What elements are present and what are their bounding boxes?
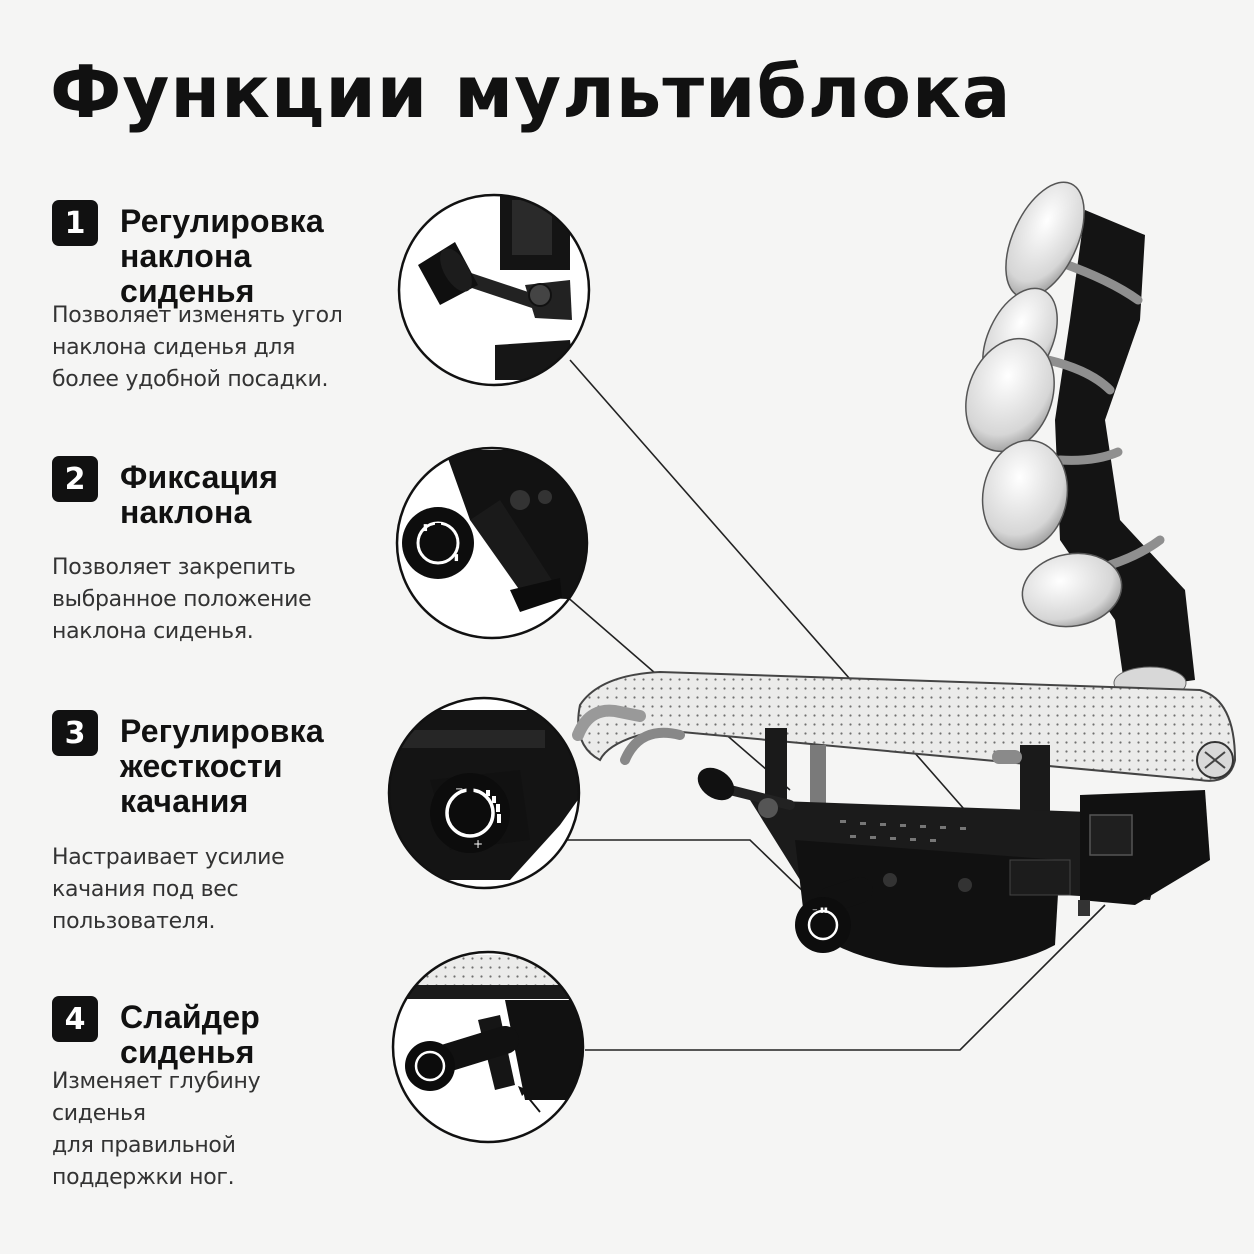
description-line: поддержки ног. [52,1165,235,1190]
zoom-circle-seat-slider [391,950,585,1144]
feature-title: Слайдер сиденья [120,1000,392,1070]
feature-description: Изменяет глубину сиденья для правильной … [52,1066,352,1194]
leader-line-3 [560,839,811,899]
feature-title-line: качания [120,783,249,819]
lock-knob-icon: ▮ ▮ [402,450,587,612]
feature-description: Позволяет закрепить выбранное положение … [52,552,352,648]
number-badge: 4 [52,996,98,1042]
number-badge: 3 [52,710,98,756]
svg-text:− ▮▮: − ▮▮ [812,906,828,914]
tension-knob-icon: + − [389,710,579,880]
slider-knob-icon [393,955,583,1113]
feature-title-line: наклона [120,494,252,530]
zoom-circle-tilt-lever [397,193,591,387]
description-line: Настраивает усилие [52,845,285,870]
feature-title: Фиксация наклона [120,460,278,530]
feature-title: Регулировка наклона сиденья [120,204,392,309]
description-line: Позволяет закрепить [52,555,296,580]
feature-title-line: Регулировка [120,713,324,749]
svg-text:−: − [455,784,463,795]
description-line: выбранное положение [52,587,312,612]
description-line: Изменяет глубину сиденья [52,1069,261,1126]
feature-description: Позволяет изменять угол наклона сиденья … [52,300,352,396]
description-line: качания под вес [52,877,239,902]
leader-line-1 [569,359,1001,851]
zoom-circle-rocking-tension: + − [387,696,581,890]
leader-line-4 [585,904,1106,1051]
svg-text:+: + [473,837,483,851]
feature-title-line: Фиксация [120,459,279,495]
feature-title-line: Слайдер сиденья [120,999,260,1070]
page-title: Функции мультиблока [50,50,1012,134]
svg-text:▮: ▮ [454,553,459,563]
description-line: для правильной [52,1133,236,1158]
number-badge: 1 [52,200,98,246]
description-line: наклона сиденья. [52,619,254,644]
feature-title-line: Регулировка [120,203,324,239]
chair-illustration: − ▮▮ [572,181,1237,968]
svg-text:▮: ▮ [423,523,428,533]
zoom-circle-tilt-lock: ▮ ▮ [395,446,589,640]
feature-description: Настраивает усилие качания под вес польз… [52,842,352,938]
feature-title: Регулировка жесткости качания [120,714,324,819]
description-line: пользователя. [52,909,216,934]
feature-title-line: наклона сиденья [120,238,255,309]
description-line: наклона сиденья для [52,335,296,360]
tilt-lever-icon [418,195,575,380]
description-line: более удобной посадки. [52,367,329,392]
description-line: Позволяет изменять угол [52,303,343,328]
feature-title-line: жесткости [120,748,283,784]
number-badge: 2 [52,456,98,502]
